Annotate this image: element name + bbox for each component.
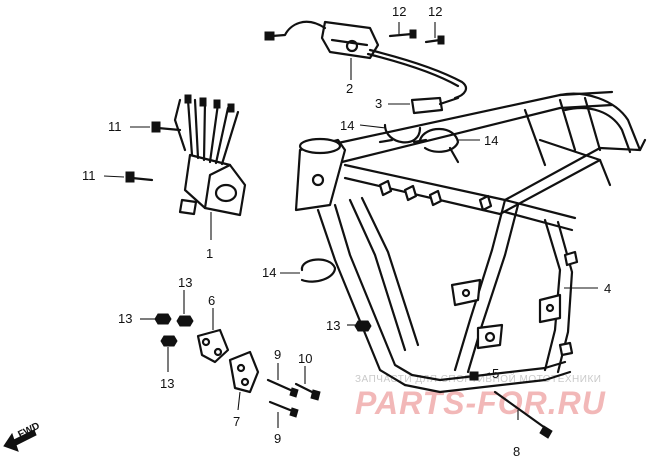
callout-14-top-right: 14 — [484, 133, 498, 148]
callout-13-bottom: 13 — [160, 376, 174, 391]
callout-11-upper: 11 — [108, 119, 122, 134]
callout-2: 2 — [346, 81, 353, 96]
callout-7: 7 — [233, 414, 240, 429]
nut-part-10 — [294, 382, 321, 401]
watermark-logo: PARTS-FOR.RU — [355, 385, 606, 421]
callout-5: 5 — [492, 366, 499, 381]
callout-14-top-left: 14 — [340, 118, 354, 133]
bolt-parts-9 — [266, 378, 299, 418]
callout-13-left: 13 — [118, 311, 132, 326]
bolt-parts-12 — [388, 29, 445, 45]
callout-13-top: 13 — [178, 275, 192, 290]
callout-13-frame: 13 — [326, 318, 340, 333]
frame-part-4 — [294, 90, 647, 394]
callout-1: 1 — [206, 246, 213, 261]
plug-cap-part-3 — [410, 96, 460, 115]
callout-9-top: 9 — [274, 347, 281, 362]
bracket-part-6 — [196, 328, 230, 364]
fwd-arrow: FWD — [3, 421, 42, 452]
ignition-coil-part-2 — [264, 20, 468, 100]
bracket-part-7 — [228, 350, 260, 394]
callout-12-left: 12 — [392, 4, 406, 19]
callout-12-right: 12 — [428, 4, 442, 19]
callout-numbers: 2 12 12 3 14 14 11 11 1 14 4 13 13 13 13… — [82, 4, 611, 459]
callout-4: 4 — [604, 281, 611, 296]
watermark: ЗАПЧАСТИ ДЛЯ СПОРТИВНОЙ МОТОТЕХНИКИ PART… — [355, 372, 606, 421]
cdi-unit-part-1 — [173, 94, 247, 217]
callout-10: 10 — [298, 351, 312, 366]
callout-9-bottom: 9 — [274, 431, 281, 446]
leader-lines — [103, 22, 598, 428]
callout-14-lower: 14 — [262, 265, 276, 280]
bolt-part-8 — [493, 390, 553, 439]
part-5-marker — [469, 371, 479, 381]
clamp-parts-14 — [300, 123, 460, 283]
bolt-parts-11 — [125, 121, 182, 183]
callout-3: 3 — [375, 96, 382, 111]
nut-parts-13 — [154, 313, 372, 347]
callout-8: 8 — [513, 444, 520, 459]
callout-11-lower: 11 — [82, 168, 96, 183]
callout-6: 6 — [208, 293, 215, 308]
